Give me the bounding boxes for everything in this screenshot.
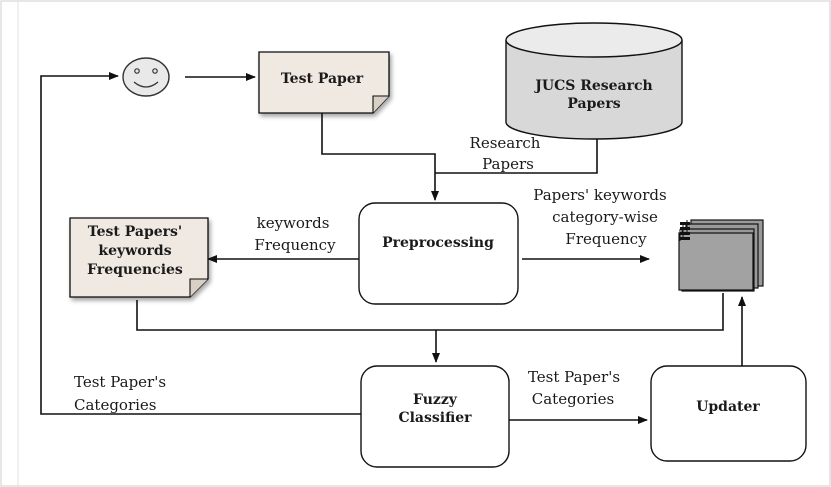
papers-keywords-label-line3: Frequency [565, 230, 647, 248]
test-paper-document [258, 51, 390, 114]
test-paper-label: Test Paper [281, 71, 364, 87]
updater-box [650, 365, 807, 462]
fuzzy-label-line1: Fuzzy [413, 392, 458, 408]
papers-keywords-label-line1: Papers' keywords [533, 186, 666, 204]
keywords-frequency-label-line1: keywords [257, 214, 330, 232]
fuzzy-classifier-box [360, 365, 510, 468]
edge-test-paper-to-preprocessing [321, 113, 439, 201]
preprocessing-box [358, 202, 519, 305]
research-papers-label-line2: Papers [482, 155, 534, 173]
categories-right-label-line2: Categories [532, 390, 615, 408]
edge-classifier-to-user [40, 72, 361, 415]
categories-right-label-line1: Test Paper's [528, 368, 620, 386]
edge-merge-to-classifier [136, 293, 724, 331]
test-keywords-label-line1: Test Papers' [88, 224, 182, 240]
categories-left-label-line1: Test Paper's [74, 373, 166, 391]
jucs-label-line2: Papers [567, 96, 620, 112]
updater-label: Updater [696, 399, 760, 415]
test-keywords-label-line3: Frequencies [87, 262, 183, 278]
categories-left-label-line2: Categories [74, 396, 157, 414]
keywords-frequency-label-line2: Frequency [254, 236, 336, 254]
edge-database-to-preprocessing [435, 139, 598, 174]
jucs-label-line1: JUCS Research [533, 78, 652, 94]
test-keywords-label-line2: keywords [98, 243, 171, 259]
papers-keywords-label-line2: category-wise [552, 208, 658, 226]
research-papers-label-line1: Research [470, 134, 541, 152]
jucs-database-icon [505, 22, 683, 140]
test-keywords-document [69, 217, 209, 298]
user-smiley-icon [122, 57, 170, 97]
stacked-documents-icon [678, 219, 764, 292]
fuzzy-label-line2: Classifier [398, 410, 472, 426]
preprocessing-label: Preprocessing [382, 235, 494, 251]
